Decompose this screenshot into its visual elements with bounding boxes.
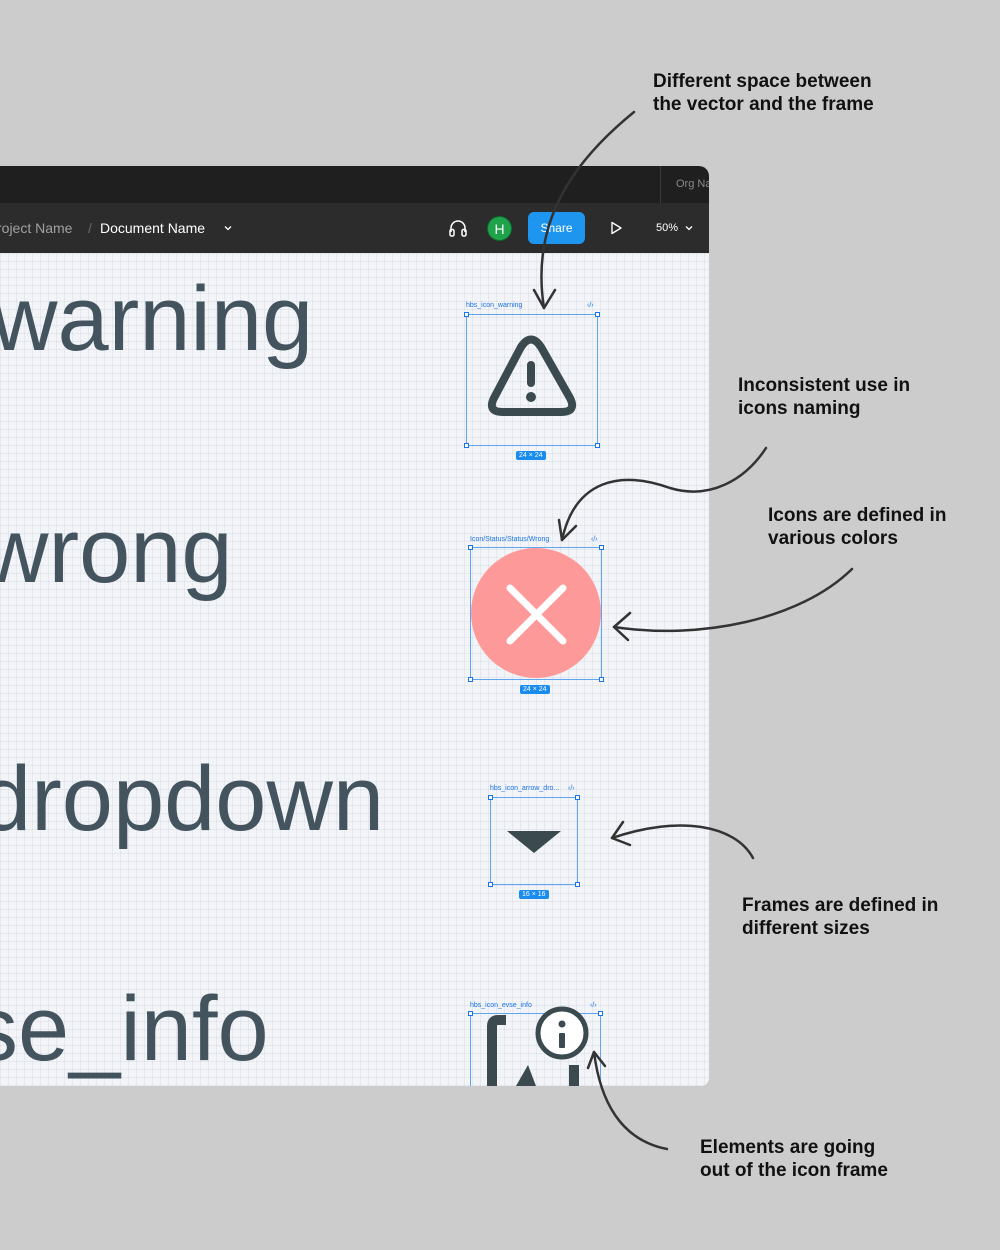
- icon-label-se-info: se_info: [0, 978, 269, 1080]
- icon-label-warning: warning: [0, 268, 314, 370]
- code-tag-icon[interactable]: ‹/›: [587, 302, 594, 309]
- breadcrumb-separator: /: [88, 220, 92, 236]
- icon-frame-evse-info[interactable]: [470, 1013, 601, 1086]
- title-bar: Org Na: [0, 166, 709, 203]
- chevron-down-icon[interactable]: [222, 222, 234, 234]
- annotation-text-line: Elements are going: [700, 1137, 876, 1158]
- resize-handle[interactable]: [598, 1011, 603, 1016]
- code-tag-icon[interactable]: ‹/›: [591, 536, 598, 543]
- resize-handle[interactable]: [488, 795, 493, 800]
- resize-handle[interactable]: [488, 882, 493, 887]
- icon-label-dropdown: dropdown: [0, 748, 385, 850]
- annotation-colors: Icons are defined in various colors: [768, 504, 946, 550]
- icon-frame-dropdown[interactable]: [490, 797, 578, 885]
- annotation-text-line: Inconsistent use in: [738, 375, 911, 396]
- size-badge: 16 × 16: [519, 890, 549, 899]
- toolbar: roject Name / Document Name H Share 50%: [0, 203, 709, 253]
- code-tag-icon[interactable]: ‹/›: [568, 785, 575, 792]
- resize-handle[interactable]: [468, 677, 473, 682]
- annotation-text-line: out of the icon frame: [700, 1160, 888, 1181]
- headphones-icon[interactable]: [447, 217, 469, 239]
- annotation-sizes: Frames are defined in different sizes: [742, 894, 938, 940]
- zoom-level[interactable]: 50%: [656, 222, 679, 234]
- resize-handle[interactable]: [575, 882, 580, 887]
- resize-handle[interactable]: [575, 795, 580, 800]
- evse-info-icon: [487, 1006, 589, 1086]
- icon-frame-wrong[interactable]: [470, 547, 602, 680]
- annotation-overflow: Elements are going out of the icon frame: [700, 1136, 888, 1182]
- frame-name-dropdown[interactable]: hbs_icon_arrow_dro...: [490, 785, 560, 792]
- resize-handle[interactable]: [599, 545, 604, 550]
- warning-icon: [487, 335, 577, 416]
- frame-name-wrong[interactable]: Icon/Status/Status/Wrong: [470, 536, 550, 543]
- zoom-chevron-down-icon[interactable]: [684, 223, 694, 233]
- frame-name-evse-info[interactable]: hbs_icon_evse_info: [470, 1002, 532, 1009]
- frame-name-warning[interactable]: hbs_icon_warning: [466, 302, 523, 309]
- annotation-text-line: icons naming: [738, 398, 861, 419]
- annotation-text-line: various colors: [768, 528, 898, 549]
- resize-handle[interactable]: [599, 677, 604, 682]
- annotation-text-line: Icons are defined in: [768, 505, 947, 526]
- design-canvas[interactable]: warning hbs_icon_warning ‹/› 24 × 24 wro…: [0, 253, 709, 1086]
- size-badge: 24 × 24: [520, 685, 550, 694]
- breadcrumb-document[interactable]: Document Name: [100, 220, 206, 236]
- resize-handle[interactable]: [464, 312, 469, 317]
- share-button[interactable]: Share: [528, 212, 585, 244]
- icon-label-wrong: wrong: [0, 500, 233, 602]
- org-tab[interactable]: Org Na: [660, 166, 709, 203]
- close-circle-icon: [471, 548, 601, 678]
- resize-handle[interactable]: [464, 443, 469, 448]
- resize-handle[interactable]: [468, 545, 473, 550]
- annotation-text-line: Frames are defined in: [742, 895, 939, 916]
- code-tag-icon[interactable]: ‹/›: [590, 1002, 597, 1009]
- annotation-text-line: different sizes: [742, 918, 870, 939]
- size-badge: 24 × 24: [516, 451, 546, 460]
- annotation-text-line: Different space between: [653, 71, 872, 92]
- app-window: Org Na roject Name / Document Name H Sha…: [0, 166, 709, 1086]
- avatar[interactable]: H: [487, 216, 512, 241]
- play-icon[interactable]: [608, 220, 624, 236]
- resize-handle[interactable]: [468, 1011, 473, 1016]
- resize-handle[interactable]: [595, 312, 600, 317]
- icon-frame-warning[interactable]: [466, 314, 598, 446]
- breadcrumb-project[interactable]: roject Name: [0, 220, 73, 236]
- resize-handle[interactable]: [595, 443, 600, 448]
- annotation-naming: Inconsistent use in icons naming: [738, 374, 910, 420]
- caret-down-icon: [507, 831, 561, 853]
- annotation-text-line: the vector and the frame: [653, 94, 874, 115]
- annotation-spacing: Different space between the vector and t…: [653, 70, 874, 116]
